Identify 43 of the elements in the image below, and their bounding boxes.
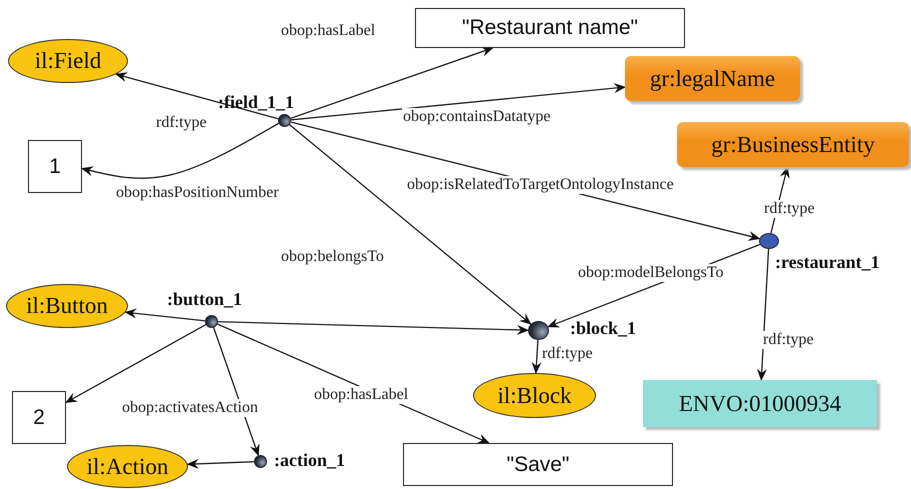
literal-box: "Restaurant name" <box>415 8 685 48</box>
literal-box: 1 <box>28 140 82 193</box>
instance-label: :button_1 <box>167 289 242 310</box>
class-box: gr:legalName <box>625 56 800 101</box>
arrow <box>218 321 529 335</box>
edge-label: obop:hasLabel <box>280 22 376 40</box>
arrow <box>290 83 626 120</box>
instance-dot <box>205 315 218 328</box>
edge-label: obop:activatesAction <box>121 399 259 417</box>
edge-label: obop:hasPositionNumber <box>115 184 280 202</box>
instance-label: :field_1_1 <box>218 92 294 113</box>
edge-label: rdf:type <box>763 200 816 218</box>
instance-label: :action_1 <box>274 450 345 471</box>
edge-label: obop:modelBelongsTo <box>577 264 725 282</box>
edge-label: obop:hasLabel <box>313 386 410 404</box>
class-box: gr:BusinessEntity <box>677 122 909 167</box>
edge-label: obop:isRelatedToTargetOntologyInstance <box>406 176 675 194</box>
edge-label: obop:containsDatatype <box>402 108 552 126</box>
edge-label: rdf:type <box>762 331 815 349</box>
instance-dot <box>528 321 549 340</box>
instance-dot <box>278 114 291 127</box>
edge-label: rdf:type <box>541 345 594 363</box>
class-ellipse: il:Field <box>8 39 128 83</box>
class-ellipse: il:Action <box>67 445 188 488</box>
arrow <box>115 72 278 120</box>
instance-label: :block_1 <box>570 318 636 339</box>
class-box: ENVO:01000934 <box>643 380 877 427</box>
instance-dot <box>254 455 267 468</box>
edge-label: obop:belongsTo <box>280 248 385 266</box>
arrow <box>124 308 206 322</box>
class-ellipse: il:Block <box>473 373 596 418</box>
arrow <box>532 340 542 374</box>
literal-box: "Save" <box>403 443 673 486</box>
arrow <box>81 122 279 179</box>
arrow <box>186 458 254 469</box>
arrow <box>65 324 206 403</box>
instance-label: :restaurant_1 <box>775 252 880 273</box>
arrow <box>290 46 494 119</box>
edge-label: rdf:type <box>155 114 208 132</box>
instance-dot <box>759 233 779 249</box>
literal-box: 2 <box>12 391 66 444</box>
class-ellipse: il:Button <box>6 284 128 328</box>
arrow <box>289 124 532 325</box>
